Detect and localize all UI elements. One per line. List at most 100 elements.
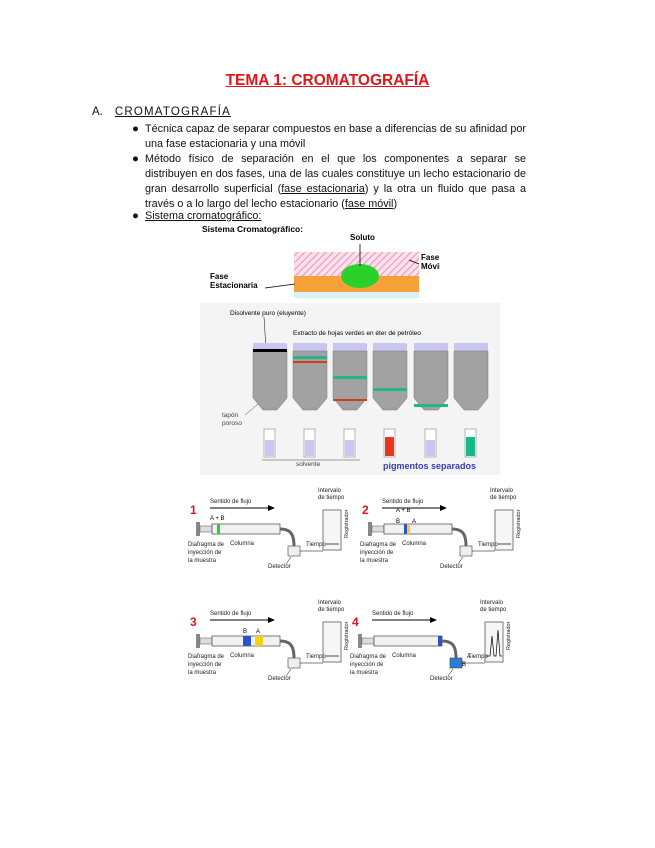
bullet-icon: ● xyxy=(132,123,139,135)
tube-3 xyxy=(343,428,356,458)
label-a: A xyxy=(412,519,416,525)
outlet-pipe xyxy=(451,527,468,547)
column-6 xyxy=(453,343,489,411)
outlet-pipe xyxy=(279,527,296,547)
column-tube xyxy=(383,523,453,535)
label-tiempo: Tiempo xyxy=(478,542,498,548)
label-diafragma-1: Diafragma de xyxy=(350,654,387,660)
label-detector: Detector xyxy=(430,676,453,682)
column-3 xyxy=(332,343,368,411)
link-fase-estacionaria: fase estacionaria xyxy=(281,183,365,195)
bullet-icon: ● xyxy=(132,153,139,165)
bullet-2-part-a: Método físico de separación en el que lo… xyxy=(145,153,526,195)
link-fase-movil: fase móvil xyxy=(344,198,394,210)
bullet-text-3: Sistema cromatográfico: xyxy=(145,210,262,222)
band-b xyxy=(243,636,251,646)
detector-box xyxy=(287,657,301,669)
panel-number: 3 xyxy=(190,615,197,629)
column-4 xyxy=(372,343,408,411)
bullet-text-2: Método físico de separación en el que lo… xyxy=(145,152,526,212)
fig1-title: Sistema Cromatográfico: xyxy=(202,224,303,234)
tube-5 xyxy=(424,428,437,458)
label-interval-2: de tiempo xyxy=(480,607,507,613)
column-1 xyxy=(252,343,288,411)
injector-port xyxy=(199,525,213,533)
label-interval-1: Intervalo xyxy=(480,600,504,606)
label-diafragma-2: inyección de xyxy=(360,550,394,556)
panel-number: 2 xyxy=(362,503,369,517)
band-a xyxy=(407,524,410,534)
band-a xyxy=(255,636,263,646)
column-5 xyxy=(413,343,449,411)
label-flow: Sentido de flujo xyxy=(210,499,252,505)
label-b: B xyxy=(396,519,400,525)
label-tapon-2: poroso xyxy=(222,420,242,427)
band-b xyxy=(438,636,442,646)
tapon-pointer xyxy=(244,403,259,416)
detector-box xyxy=(449,657,463,669)
support-band xyxy=(294,292,419,298)
outlet-pipe xyxy=(441,639,458,659)
detector-pointer xyxy=(447,668,454,677)
label-b: B xyxy=(243,629,247,635)
band-ab xyxy=(217,524,220,534)
label-columna: Columna xyxy=(392,653,417,659)
label-a: A xyxy=(467,654,471,660)
bullet-icon: ● xyxy=(132,210,139,222)
label-registrador: Registrador xyxy=(506,621,512,650)
section-name: CROMATOGRAFÍA xyxy=(114,106,231,118)
label-registrador: Registrador xyxy=(344,509,350,538)
tube-1 xyxy=(263,428,276,458)
label-registrador: Registrador xyxy=(516,509,522,538)
label-columna: Columna xyxy=(402,541,427,547)
label-ab: A + B xyxy=(210,516,225,522)
label-diafragma-1: Diafragma de xyxy=(188,542,225,548)
recorder-box xyxy=(494,509,514,551)
label-ab: A + B xyxy=(396,508,411,514)
column-separation-figure: Disolvente puro (eluyente) Extracto de h… xyxy=(200,303,500,475)
injector-port xyxy=(199,637,213,645)
tube-6 xyxy=(464,428,477,458)
label-diafragma-1: Diafragma de xyxy=(188,654,225,660)
flow-arrow-head xyxy=(268,505,275,511)
label-diafragma-2: inyección de xyxy=(188,550,222,556)
panel-number: 1 xyxy=(190,503,197,517)
recorder-box xyxy=(322,621,342,663)
label-interval-1: Intervalo xyxy=(318,488,342,494)
label-fase-est-1: Fase xyxy=(210,272,229,281)
chromatogram-peaks xyxy=(486,629,502,657)
label-diafragma-2: inyección de xyxy=(350,662,384,668)
column-2 xyxy=(292,343,328,411)
label-columna: Columna xyxy=(230,541,255,547)
injector-diaphragm xyxy=(196,522,200,536)
label-diafragma-2: inyección de xyxy=(188,662,222,668)
label-soluto: Soluto xyxy=(350,233,375,242)
bullet-2-part-b: ) y la otra un fluido que pasa a través … xyxy=(145,183,526,210)
label-pigmentos: pigmentos separados xyxy=(383,461,476,471)
page-title: TEMA 1: CROMATOGRAFÍA xyxy=(225,72,430,89)
injector-diaphragm xyxy=(358,634,362,648)
label-fase-movil-1: Fase xyxy=(421,253,440,262)
label-diafragma-3: la muestra xyxy=(188,670,217,676)
label-interval-2: de tiempo xyxy=(318,495,345,501)
injector-port xyxy=(371,525,385,533)
section-letter: A. xyxy=(92,106,103,118)
label-columna: Columna xyxy=(230,653,255,659)
injector-port xyxy=(361,637,375,645)
chromatographic-system-figure: Sistema Cromatográfico: Soluto Fase Móvi… xyxy=(202,224,440,298)
detector-box xyxy=(287,545,301,557)
solute-spot xyxy=(341,264,379,288)
label-solvent: Disolvente puro (eluyente) xyxy=(230,310,306,317)
label-diafragma-3: la muestra xyxy=(360,558,389,564)
flow-arrow-head xyxy=(440,505,447,511)
injector-diaphragm xyxy=(196,634,200,648)
column-tube xyxy=(373,635,443,647)
label-flow: Sentido de flujo xyxy=(382,499,424,505)
label-extract: Extracto de hojas verdes en éter de petr… xyxy=(293,330,421,337)
tube-2 xyxy=(303,428,316,458)
tube-4 xyxy=(383,428,396,458)
label-detector: Detector xyxy=(268,564,291,570)
